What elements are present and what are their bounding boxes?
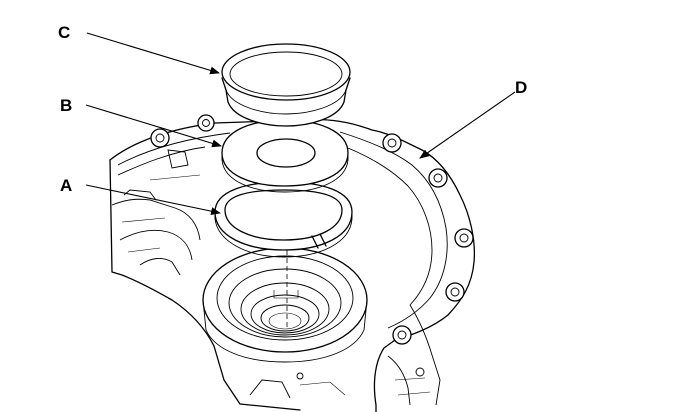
callout-b: B [60,96,222,148]
callout-label-a: A [60,176,72,195]
callout-a: A [60,176,221,216]
thrust-washer-icon [221,119,349,193]
callout-d: D [419,78,527,159]
transmission-housing-icon [109,114,476,412]
callout-c: C [58,23,220,75]
callout-label-c: C [58,23,70,42]
bearing-race-icon [221,43,351,127]
callout-label-d: D [515,78,527,97]
callout-label-b: B [60,96,72,115]
snap-ring-icon [214,181,353,258]
housing-bore [202,247,368,363]
bolt-boss-set [150,114,474,345]
